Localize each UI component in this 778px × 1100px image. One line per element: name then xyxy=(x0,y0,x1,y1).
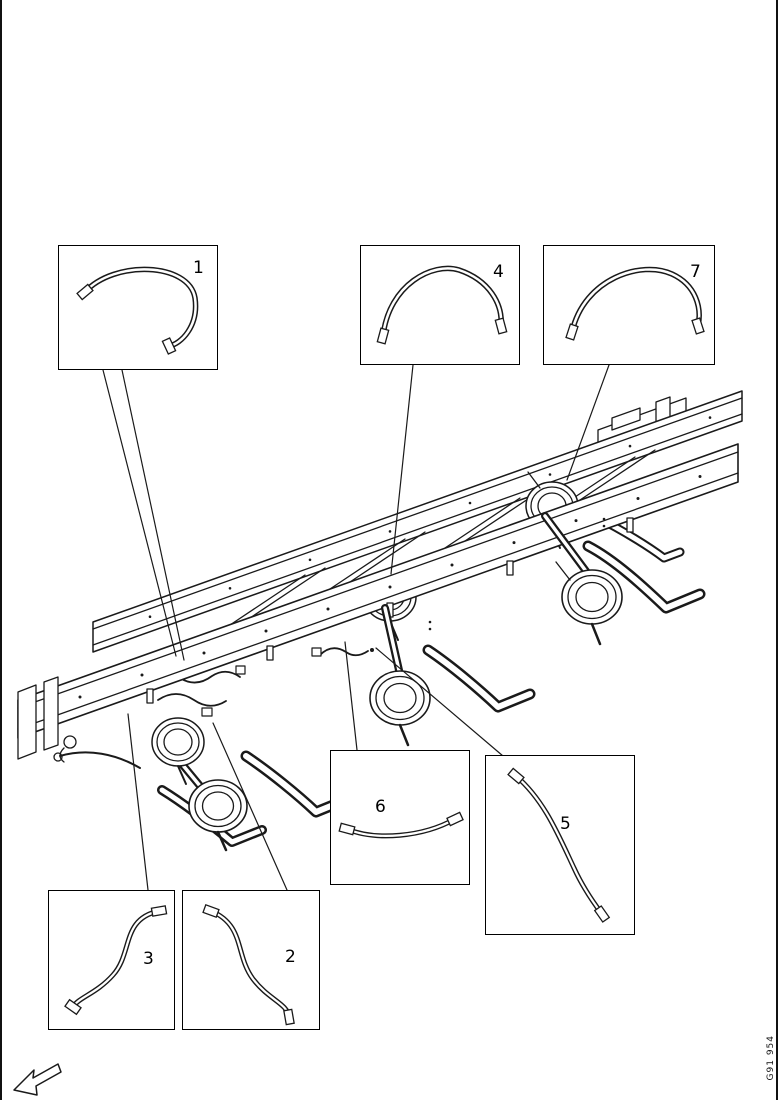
hose-7-illustration xyxy=(565,266,705,341)
brake-chamber-front-upper xyxy=(151,717,205,785)
brake-chamber-near-rear xyxy=(555,561,623,646)
hose-fitting xyxy=(376,317,508,345)
hose-fitting xyxy=(64,905,168,1016)
leader-6 xyxy=(344,641,358,751)
scan-edge-right xyxy=(776,0,778,1100)
callout-box-7: 7 xyxy=(543,245,715,365)
callout-number-7: 7 xyxy=(690,262,701,282)
hose-2-illustration xyxy=(202,904,295,1026)
callout-box-5: 5 xyxy=(485,755,635,935)
hose-3-illustration xyxy=(64,905,168,1016)
callout-number-4: 4 xyxy=(493,262,504,282)
brake-chamber-near-middle xyxy=(369,670,431,747)
figure-code: G91 954 xyxy=(766,1034,776,1080)
direction-arrow-icon xyxy=(13,1063,62,1096)
leader-3 xyxy=(127,713,149,891)
far-rail-rivets xyxy=(148,416,712,618)
hose-fitting xyxy=(338,811,464,836)
callout-box-3: 3 xyxy=(48,890,175,1030)
far-frame-rail xyxy=(92,390,743,653)
callout-box-4: 4 xyxy=(360,245,520,365)
callout-box-6: 6 xyxy=(330,750,470,885)
callout-number-3: 3 xyxy=(143,949,154,969)
near-frame-rail xyxy=(17,443,739,739)
callout-box-2: 2 xyxy=(182,890,320,1030)
callout-number-2: 2 xyxy=(285,947,296,967)
tick-dots xyxy=(428,517,606,631)
leader-4 xyxy=(390,364,414,575)
callout-box-1: 1 xyxy=(58,245,218,370)
hose-fitting xyxy=(565,317,705,341)
callout-number-1: 1 xyxy=(193,258,204,278)
hose-fitting xyxy=(76,283,177,355)
leader-7 xyxy=(566,364,610,481)
frame-front-end xyxy=(17,676,141,769)
installed-hoses-middle xyxy=(311,647,374,657)
leader-lines xyxy=(102,364,610,891)
callout-number-6: 6 xyxy=(375,797,386,817)
callout-number-5: 5 xyxy=(560,814,571,834)
hose-1-illustration xyxy=(76,266,199,355)
hose-4-illustration xyxy=(376,265,508,345)
brake-chamber-front-lower xyxy=(188,779,248,852)
hose-fitting xyxy=(507,767,611,923)
near-rail-rivets xyxy=(78,475,702,699)
leader-2 xyxy=(212,722,288,891)
hose-5-illustration xyxy=(507,767,611,923)
leader-1b xyxy=(121,369,185,661)
leader-1a xyxy=(102,369,177,657)
scan-edge-left xyxy=(0,0,2,1100)
hose-6-illustration xyxy=(338,811,464,839)
hose-fitting xyxy=(202,904,295,1026)
leader-5 xyxy=(375,647,504,757)
